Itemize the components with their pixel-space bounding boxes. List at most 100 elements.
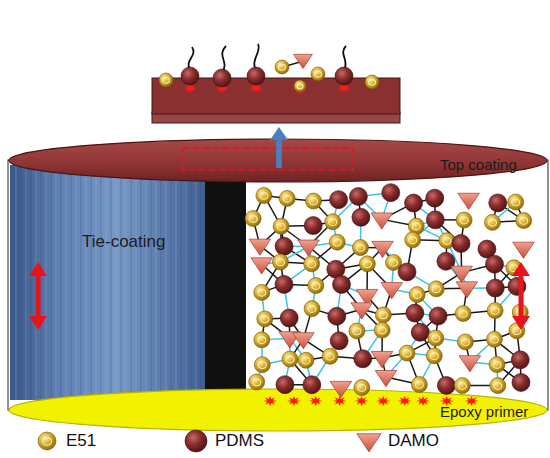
panel-stripe [201,165,202,400]
e51-ring [520,218,528,225]
e51-ring [308,306,316,313]
panel-stripe [16,165,17,400]
e51-ring [413,292,421,299]
bond-star [287,396,301,406]
surface-inset [152,44,400,123]
panel-stripe [191,165,192,400]
e51-ring [358,385,366,392]
e51-ring [491,308,499,315]
panel-stripe [31,165,32,400]
panel-stripe [61,165,62,400]
legend-sample [183,428,209,454]
e51-ring [329,219,337,226]
e51-sphere [455,306,471,322]
layer-label: Top coating [440,156,517,173]
e51-sphere [354,379,370,395]
e51-ring [490,336,498,343]
pdms-sphere [398,263,416,281]
zoom-region [183,148,353,170]
pdms-sphere [275,275,293,293]
pdms-sphere [213,69,231,87]
panel-stripe [171,165,172,400]
e51-sphere [454,378,470,394]
pdms-sphere [328,307,346,325]
e51-sphere [409,287,425,303]
pdms-sphere [437,376,455,394]
e51-sphere [304,256,320,272]
layer-label: Tie-coating [82,232,165,252]
e51-ring [513,328,521,335]
panel-stripe [76,165,77,400]
e51-ring [43,438,52,446]
e51-ring [379,312,387,319]
e51-ring [443,238,451,245]
e51-sphere [487,302,503,318]
e51-ring [412,223,420,230]
e51-ring [409,237,417,244]
e51-ring [276,259,284,266]
e51-ring [390,259,398,266]
e51-ring [494,383,502,390]
e51-ring [432,335,440,342]
pdms-sphere [426,211,444,229]
e51-sphere [428,281,444,297]
panel-stripe [91,165,92,400]
damo-triangle [459,356,481,372]
panel-stripe [156,165,157,400]
panel-stripe [21,165,22,400]
e51-sphere [374,322,390,338]
legend-label: E51 [66,431,96,451]
molecules [245,184,534,398]
cut-face [205,165,246,401]
e51-ring [261,316,269,323]
pdms-sphere [181,67,199,85]
e51-sphere [275,60,289,74]
e51-ring [258,289,266,296]
e51-ring [277,223,285,230]
legend-label: PDMS [215,431,264,451]
bond-star [440,396,454,406]
damo-triangle [371,213,393,229]
panel-stripe [126,165,127,400]
panel-stripe [66,165,67,400]
e51-ring [302,357,310,364]
legend-entry: PDMS [183,428,323,454]
damo-triangle [371,351,393,367]
pdms-sphere [304,217,322,235]
pdms-chain [188,47,193,70]
e51-sphere [257,311,273,327]
e51-ring [326,353,334,360]
panel-stripe [46,165,47,400]
legend-entry: DAMO [356,428,496,454]
legend-sample [34,428,60,454]
pdms-chain [343,46,346,70]
pdms-sphere [486,279,504,297]
e51-sphere [365,75,379,89]
damo-triangle [357,434,381,452]
pdms-sphere [489,194,507,212]
e51-sphere [273,218,289,234]
bond-star [465,396,479,406]
pdms-sphere [382,184,400,202]
damo-triangle [381,283,403,299]
bond-star [416,396,430,406]
damo-triangle [456,282,478,298]
e51-sphere [411,377,427,393]
e51-sphere [254,284,270,300]
e51-sphere [272,254,288,270]
pdms-sphere [486,255,504,273]
e51-sphere [304,301,320,317]
e51-ring [315,71,322,77]
legend-entry: E51 [34,428,174,454]
panel-stripe [121,165,122,400]
e51-sphere [352,240,368,256]
panel-stripe [151,165,152,400]
e51-ring [461,339,469,346]
damo-triangle [293,333,315,349]
pdms-sphere [512,373,530,391]
bond-star [333,396,347,406]
panel-stripe [111,165,112,400]
pdms-sphere [405,194,423,212]
e51-sphere [294,80,306,92]
